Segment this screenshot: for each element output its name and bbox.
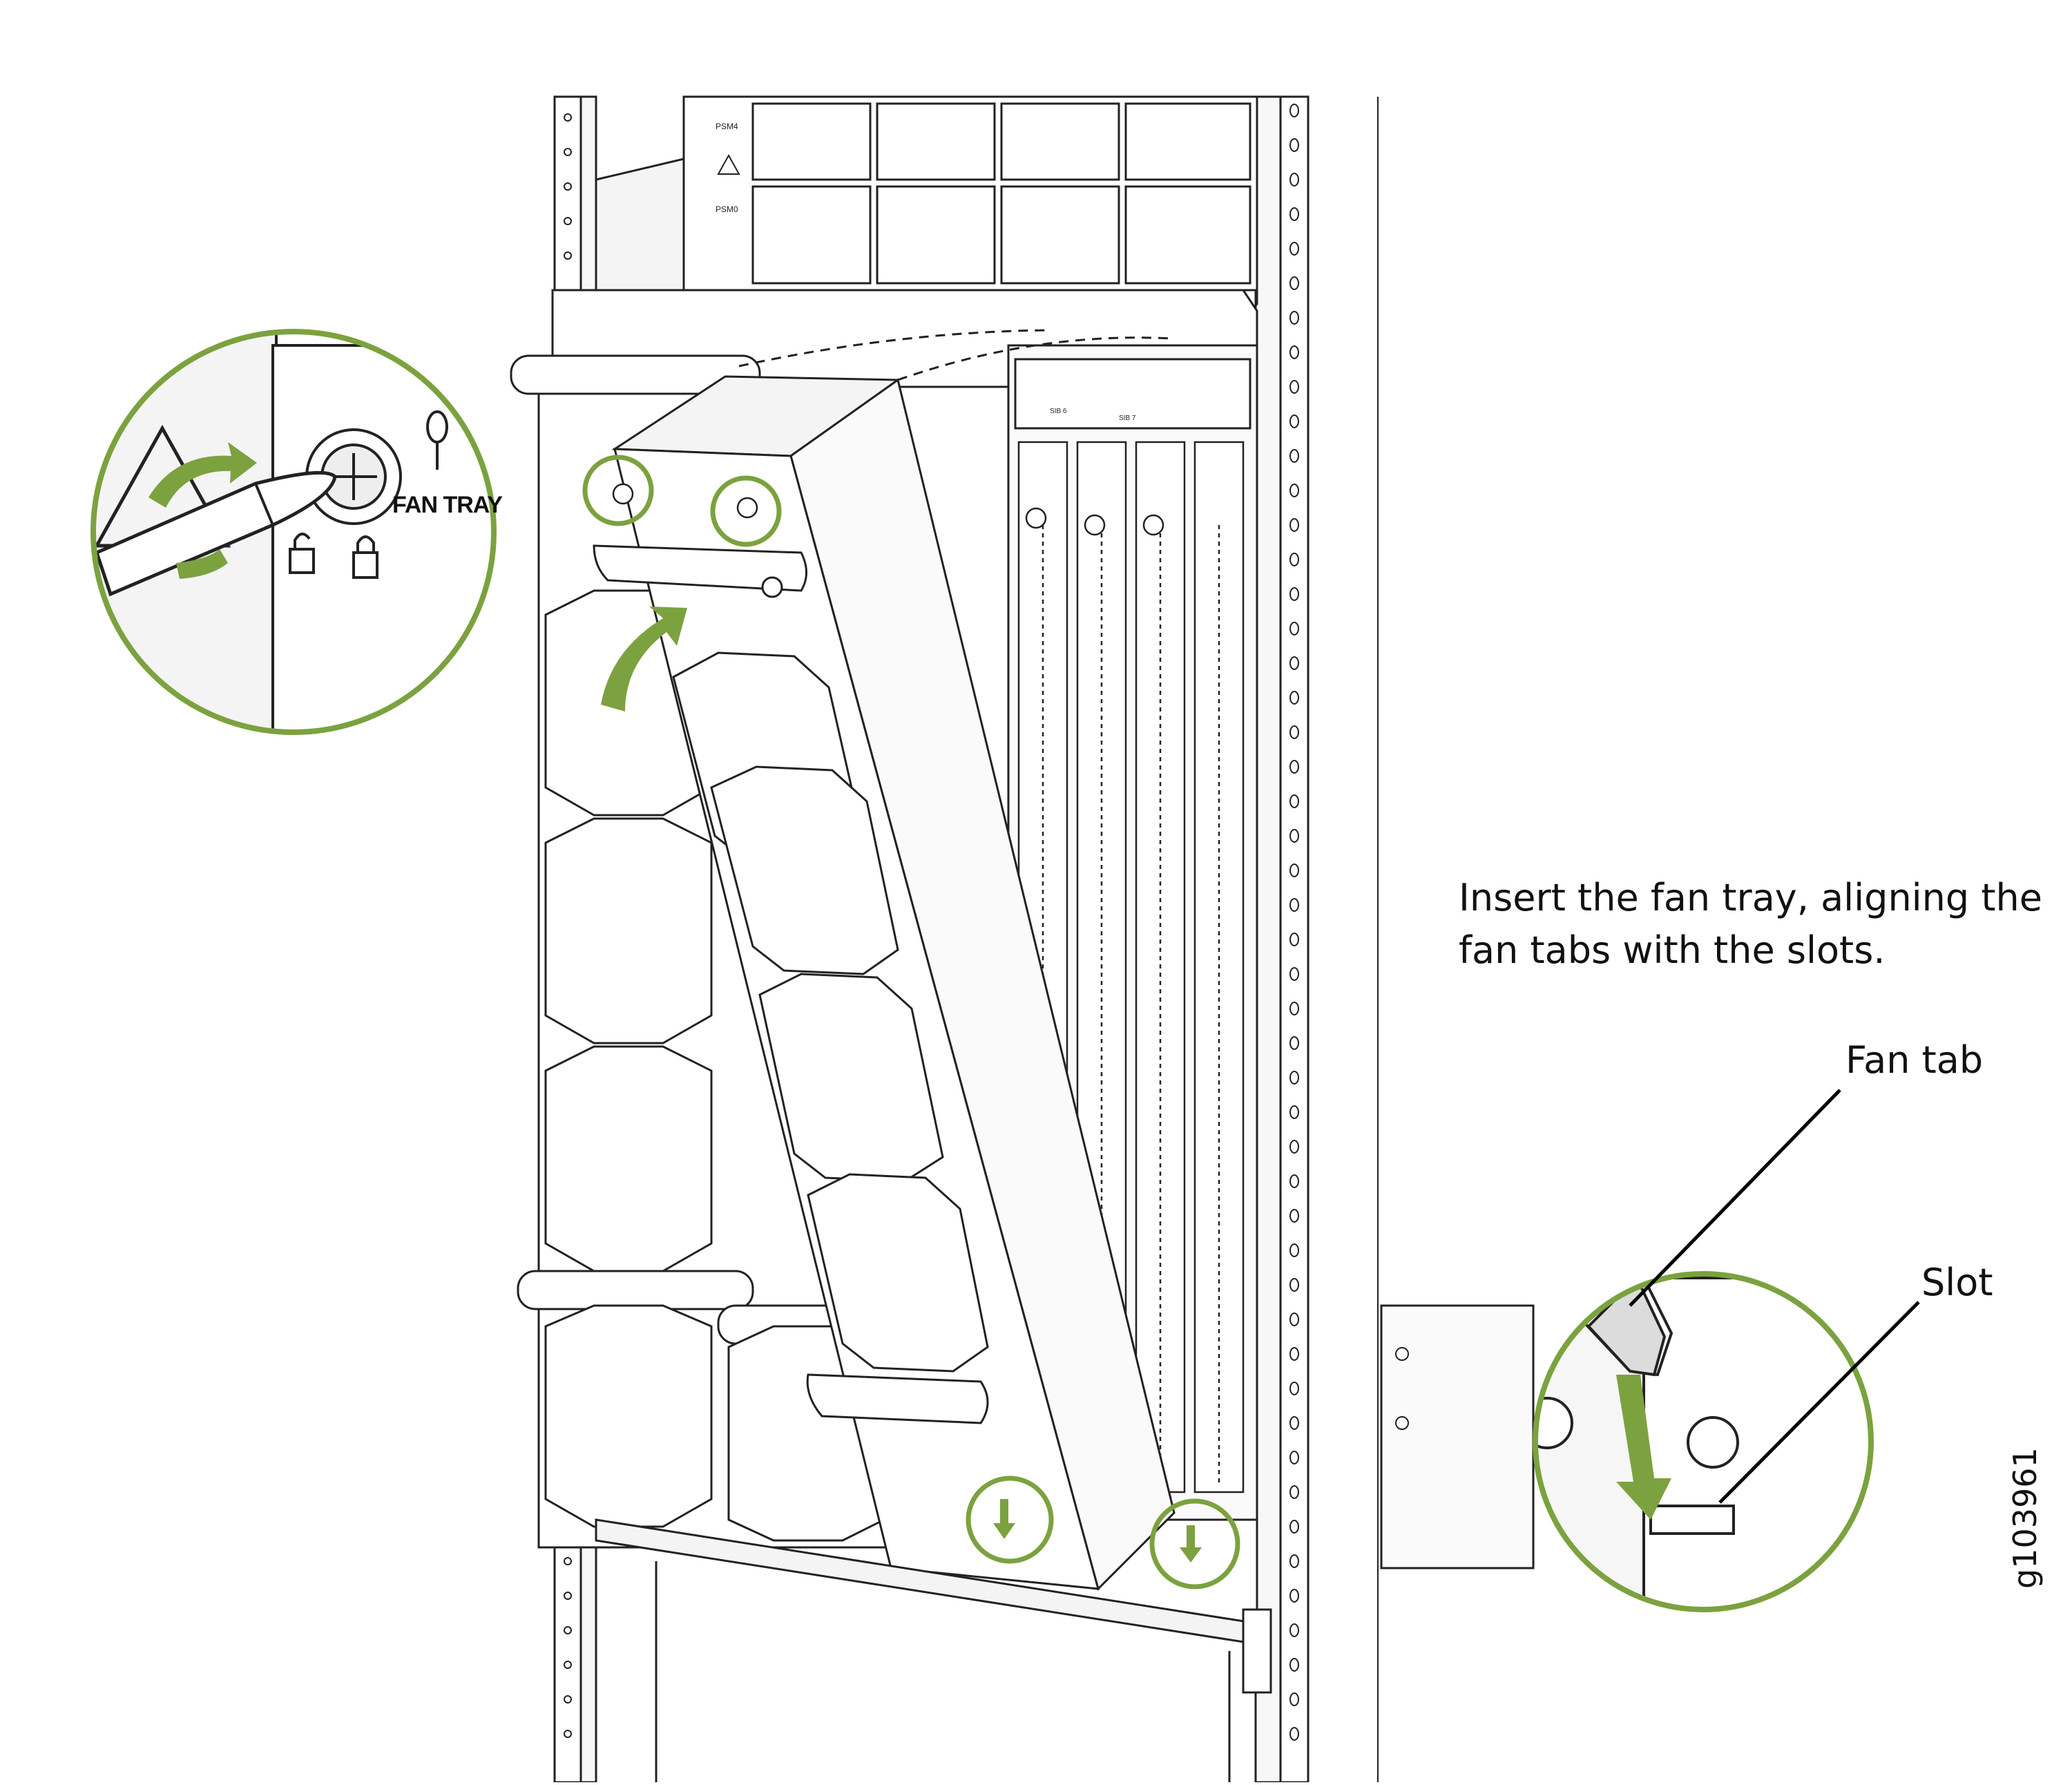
tab-down-arrows (993, 1499, 1202, 1563)
fan-tab-label: Fan tab (1845, 1038, 1984, 1082)
rotate-arrow-icon (148, 442, 257, 508)
instruction-text: Insert the fan tray, aligning the fan ta… (1459, 872, 2042, 977)
sib7-label: SIB 7 (1119, 414, 1136, 422)
zoom-callout-screw (90, 329, 497, 735)
psm4-label: PSM4 (716, 122, 738, 131)
tab-down-arrows (1616, 1375, 1671, 1520)
rack-left-post-holes (564, 113, 572, 1738)
unlock-icon (289, 548, 315, 574)
figure-id: g103961 (2006, 1447, 2044, 1589)
tilted-fan-tray (593, 375, 1176, 1591)
sib6-label: SIB 6 (1050, 408, 1067, 415)
captive-screws (612, 483, 758, 519)
green-highlight-circles (582, 455, 1240, 1590)
chassis-top-psm-bays (595, 95, 1258, 327)
screwdriver-icon (94, 470, 337, 597)
rack-bottom (595, 1518, 1272, 1782)
lock-icon (352, 551, 378, 579)
psm0-label: PSM0 (716, 204, 738, 214)
leader-lines (1629, 1089, 1920, 1504)
rotate-arrow-icon (601, 607, 687, 712)
slot-label: Slot (1921, 1261, 1993, 1304)
zoom-callout-tab (1380, 1271, 1874, 1612)
instruction-line-1: Insert the fan tray, aligning the (1459, 876, 2042, 919)
dashed-guide-curves (738, 329, 1171, 381)
instruction-line-2: fan tabs with the slots. (1459, 928, 1886, 972)
rack-right-post (1254, 95, 1379, 1784)
fan-tray-panel-label: FAN TRAY (392, 492, 503, 518)
rack-right-post-holes (1289, 104, 1299, 1741)
